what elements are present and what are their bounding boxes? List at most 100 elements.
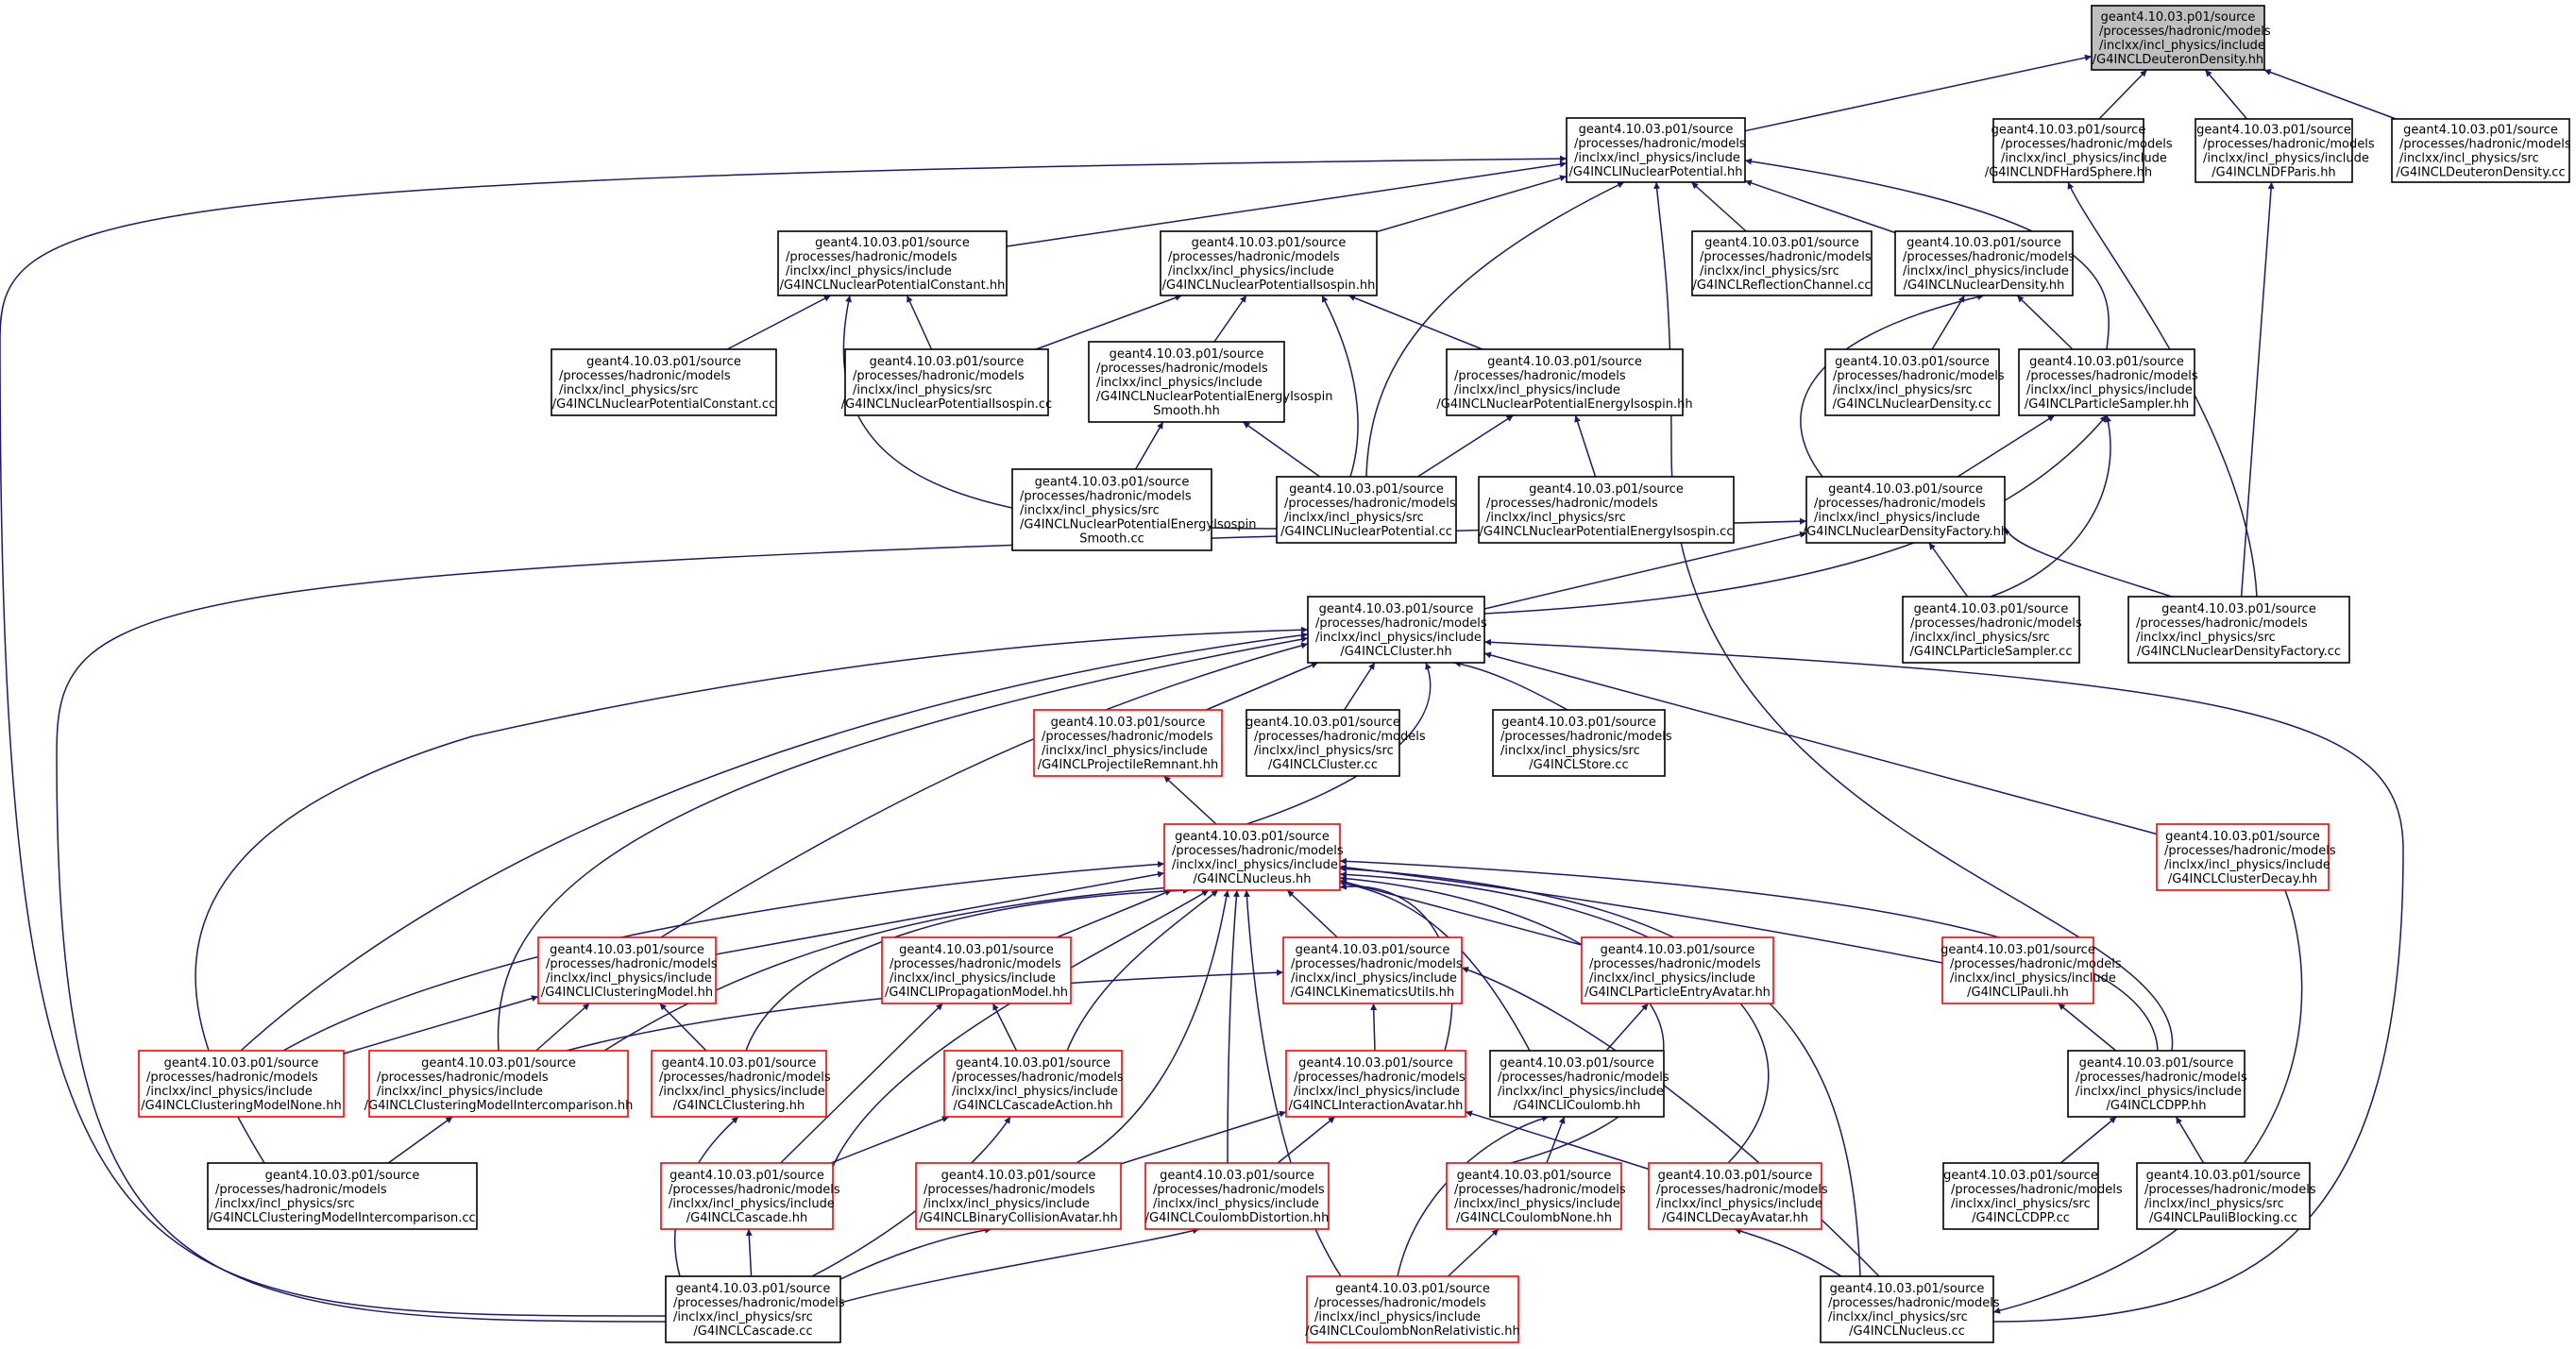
node-potiso-hh[interactable]: geant4.10.03.p01/source/processes/hadron… [1160, 230, 1378, 296]
node-deuteron-hh[interactable]: geant4.10.03.p01/source/processes/hadron… [2091, 5, 2271, 71]
node-label-line: /G4INCLNucleus.cc [1849, 1324, 1965, 1339]
node-interavatar-hh[interactable]: geant4.10.03.p01/source/processes/hadron… [1285, 1050, 1466, 1118]
edge-potconst_hh-to-nuclearpotential_hh [1006, 160, 1568, 247]
edge-line [2016, 295, 2074, 350]
node-label-line: /inclxx/incl_physics/include [786, 264, 952, 278]
edge-line [745, 1228, 753, 1277]
node-pauliblock-cc[interactable]: geant4.10.03.p01/source/processes/hadron… [2136, 1162, 2316, 1230]
node-clustinter-cc[interactable]: geant4.10.03.p01/source/processes/hadron… [207, 1162, 478, 1230]
node-clustmodel-hh[interactable]: geant4.10.03.p01/source/processes/hadron… [537, 936, 718, 1004]
node-icoulomb-hh[interactable]: geant4.10.03.p01/source/processes/hadron… [1489, 1050, 1669, 1118]
node-eniso-cc[interactable]: geant4.10.03.p01/source/processes/hadron… [1478, 476, 1735, 544]
node-ndfhardsphere-hh[interactable]: geant4.10.03.p01/source/processes/hadron… [1985, 118, 2173, 183]
node-label-line: /inclxx/incl_physics/include [2203, 152, 2369, 166]
node-box [368, 1050, 629, 1118]
node-densfactory-hh[interactable]: geant4.10.03.p01/source/processes/hadron… [1803, 476, 2008, 544]
node-coulombnone-hh[interactable]: geant4.10.03.p01/source/processes/hadron… [1446, 1162, 1626, 1230]
node-projremnant-hh[interactable]: geant4.10.03.p01/source/processes/hadron… [1033, 709, 1223, 777]
node-bincoll-hh[interactable]: geant4.10.03.p01/source/processes/hadron… [915, 1162, 1122, 1230]
node-cluster-hh[interactable]: geant4.10.03.p01/source/processes/hadron… [1307, 596, 1487, 664]
node-nucdensity-hh[interactable]: geant4.10.03.p01/source/processes/hadron… [1894, 230, 2075, 296]
node-sampler-cc[interactable]: geant4.10.03.p01/source/processes/hadron… [1902, 596, 2082, 664]
node-label-line: geant4.10.03.p01/source [1658, 1169, 1813, 1183]
node-label-line: /processes/hadronic/models [659, 1071, 831, 1085]
node-label-line: /G4INCLCascadeAction.hh [953, 1099, 1112, 1113]
node-kinutils-hh[interactable]: geant4.10.03.p01/source/processes/hadron… [1282, 936, 1463, 1004]
node-clustinter-hh[interactable]: geant4.10.03.p01/source/processes/hadron… [364, 1050, 634, 1118]
node-eniso-hh[interactable]: geant4.10.03.p01/source/processes/hadron… [1436, 348, 1693, 416]
node-deuteron-cc[interactable]: geant4.10.03.p01/source/processes/hadron… [2391, 118, 2571, 183]
edge-cascade_cc-to-densfactory_hh [56, 517, 1807, 1323]
node-potiso-cc[interactable]: geant4.10.03.p01/source/processes/hadron… [841, 348, 1052, 416]
node-label-line: /processes/hadronic/models [2136, 616, 2308, 631]
node-label-line: geant4.10.03.p01/source [1335, 1282, 1490, 1296]
node-cdpp-cc[interactable]: geant4.10.03.p01/source/processes/hadron… [1942, 1162, 2123, 1230]
node-potconst-hh[interactable]: geant4.10.03.p01/source/processes/hadron… [777, 230, 1008, 296]
node-cascade-hh[interactable]: geant4.10.03.p01/source/processes/hadron… [660, 1162, 840, 1230]
node-nucleus-cc[interactable]: geant4.10.03.p01/source/processes/hadron… [1820, 1275, 2000, 1343]
node-nuclearpotential-hh[interactable]: geant4.10.03.p01/source/processes/hadron… [1566, 117, 1746, 183]
edge-nucpot_cc-to-eniso_hh [1416, 414, 1515, 478]
node-cascaction-hh[interactable]: geant4.10.03.p01/source/processes/hadron… [943, 1050, 1124, 1118]
node-cdpp-hh[interactable]: geant4.10.03.p01/source/processes/hadron… [2067, 1050, 2247, 1118]
node-label-line: /processes/hadronic/models [377, 1071, 549, 1085]
edge-nucpot_cc-to-enisosmooth_hh [1242, 421, 1321, 478]
node-pauli-hh[interactable]: geant4.10.03.p01/source/processes/hadron… [1940, 936, 2122, 1004]
node-coulombdist-hh[interactable]: geant4.10.03.p01/source/processes/hadron… [1144, 1162, 1330, 1230]
node-potconst-cc[interactable]: geant4.10.03.p01/source/processes/hadron… [551, 348, 777, 416]
edge-line [1483, 651, 2158, 835]
edge-line [1483, 414, 2108, 615]
node-coulombnonrel-hh[interactable]: geant4.10.03.p01/source/processes/hadron… [1305, 1275, 1520, 1343]
edge-line [839, 1227, 1200, 1304]
node-store-cc[interactable]: geant4.10.03.p01/source/processes/hadron… [1492, 709, 1672, 777]
node-label-line: /inclxx/incl_physics/include [2076, 1085, 2242, 1099]
node-ndfparis-hh[interactable]: geant4.10.03.p01/source/processes/hadron… [2195, 118, 2375, 183]
node-reflection-cc[interactable]: geant4.10.03.p01/source/processes/hadron… [1691, 230, 1873, 296]
edge-line [1206, 662, 1318, 711]
node-nucdensity-cc[interactable]: geant4.10.03.p01/source/processes/hadron… [1824, 348, 2005, 416]
edge-line [1056, 889, 1173, 938]
node-label-line: /inclxx/incl_physics/src [1951, 1197, 2091, 1211]
node-label-line: /inclxx/incl_physics/src [215, 1197, 355, 1211]
node-enisosmooth-cc[interactable]: geant4.10.03.p01/source/processes/hadron… [1011, 468, 1257, 551]
edge-line [830, 1226, 992, 1285]
edge-ndfparis_hh-to-deuteron_hh [2204, 69, 2248, 120]
node-label-line: geant4.10.03.p01/source [1296, 943, 1450, 957]
node-cluster-cc[interactable]: geant4.10.03.p01/source/processes/hadron… [1246, 709, 1426, 777]
edge-cdpp_hh-to-pauli_hh [2058, 1003, 2117, 1052]
edge-line [2240, 181, 2275, 598]
node-label-line: /G4INCLCluster.cc [1268, 758, 1378, 772]
edge-densfactory_cc-to-densfactory_hh [2003, 526, 2173, 598]
node-entryavatar-hh[interactable]: geant4.10.03.p01/source/processes/hadron… [1581, 936, 1774, 1004]
node-box [1282, 936, 1463, 1004]
node-densfactory-cc[interactable]: geant4.10.03.p01/source/processes/hadron… [2127, 596, 2350, 664]
node-label-line: /processes/hadronic/models [215, 1183, 387, 1197]
edge-line [2175, 1116, 2205, 1164]
edge-line [1134, 421, 1164, 470]
node-sampler-hh[interactable]: geant4.10.03.p01/source/processes/hadron… [2018, 348, 2198, 416]
edge-line [282, 861, 1165, 1052]
node-clusterdecay-hh[interactable]: geant4.10.03.p01/source/processes/hadron… [2156, 823, 2336, 891]
node-label-line: /G4INCLNuclearDensityFactory.hh [1803, 525, 2008, 539]
node-nucleus-hh[interactable]: geant4.10.03.p01/source/processes/hadron… [1163, 823, 1344, 891]
edge-interavatar_hh-to-kinutils_hh [1370, 1003, 1378, 1052]
node-label-line: geant4.10.03.p01/source [1035, 476, 1190, 490]
edge-line [1035, 295, 1182, 350]
edge-line [1992, 889, 2303, 1314]
node-box [844, 348, 1049, 416]
node-label-line: /G4INCLParticleEntryAvatar.hh [1585, 986, 1771, 1000]
node-decayavatar-hh[interactable]: geant4.10.03.p01/source/processes/hadron… [1648, 1162, 1828, 1230]
node-clustnone-hh[interactable]: geant4.10.03.p01/source/processes/hadron… [138, 1050, 345, 1118]
edge-enisosmooth_hh-to-potiso_hh [1213, 295, 1247, 343]
node-clustering-hh[interactable]: geant4.10.03.p01/source/processes/hadron… [651, 1050, 831, 1118]
node-nucpot-cc[interactable]: geant4.10.03.p01/source/processes/hadron… [1276, 476, 1457, 544]
node-propmodel-hh[interactable]: geant4.10.03.p01/source/processes/hadron… [881, 936, 1072, 1004]
node-cascade-cc[interactable]: geant4.10.03.p01/source/processes/hadron… [665, 1275, 845, 1343]
node-enisosmooth-hh[interactable]: geant4.10.03.p01/source/processes/hadron… [1088, 341, 1333, 423]
node-label-line: /processes/hadronic/models [146, 1071, 318, 1085]
node-label-line: /processes/hadronic/models [1910, 616, 2082, 631]
node-label-line: /G4INCLCascade.cc [693, 1324, 812, 1339]
node-label-line: /processes/hadronic/models [559, 369, 731, 383]
edge-line [56, 517, 1807, 1323]
node-label-line: /processes/hadronic/models [1574, 137, 1746, 151]
